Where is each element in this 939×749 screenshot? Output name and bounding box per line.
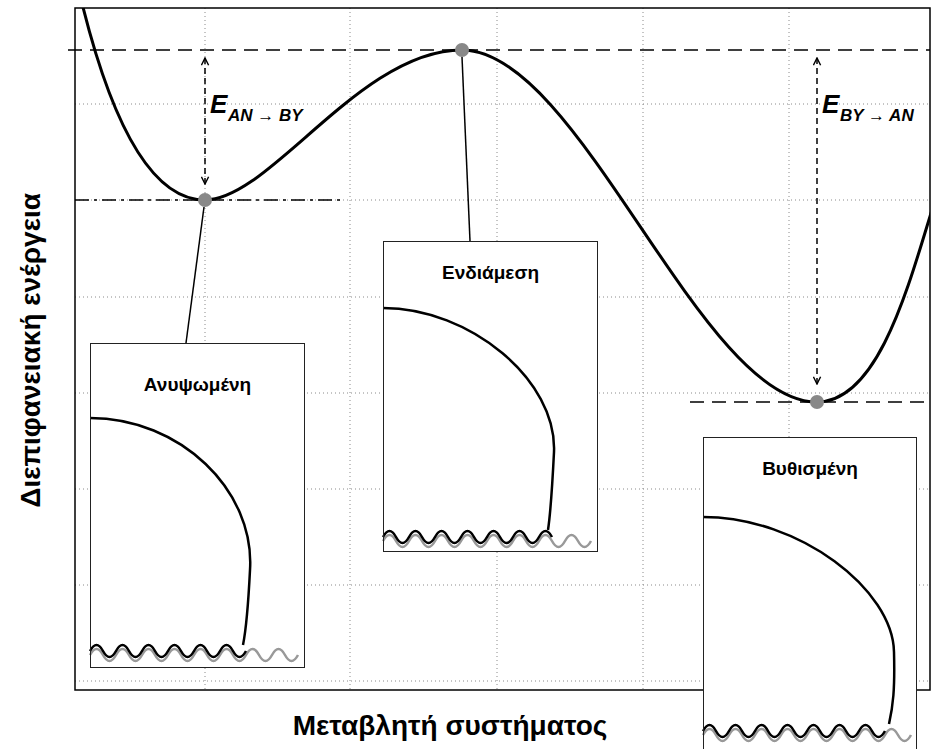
droplet-outline <box>703 517 894 724</box>
inset-title: Βυθισμένη <box>704 438 916 480</box>
energy-barrier-arrow <box>816 58 818 384</box>
axis-title: Μεταβλητή συστήματος <box>293 711 608 742</box>
energy-subscript: AN → BY <box>228 107 303 126</box>
inset-ground <box>383 241 598 552</box>
reference-line <box>68 49 930 51</box>
state-dot <box>455 43 469 57</box>
energy-barrier-arrow <box>204 58 206 184</box>
axis-title: Διεπιφανειακή ενέργεια <box>16 193 47 508</box>
inset-box: Ενδιάμεση <box>383 241 598 552</box>
droplet-outline <box>383 308 554 530</box>
leader-line <box>186 207 204 343</box>
inset-box: Βυθισμένη <box>703 437 917 749</box>
state-dot <box>198 193 212 207</box>
energy-subscript: BY → AN <box>840 107 914 126</box>
inset-ground <box>703 437 917 749</box>
leader-line <box>462 57 470 241</box>
energy-symbol: E <box>210 90 227 119</box>
state-dot <box>810 395 824 409</box>
droplet-outline <box>90 418 250 645</box>
inset-ground <box>90 343 305 668</box>
surface-wave <box>703 725 885 737</box>
inset-title: Ανυψωμένη <box>91 344 304 396</box>
inset-title: Ενδιάμεση <box>384 242 597 284</box>
surface-wave <box>90 645 246 657</box>
inset-box: Ανυψωμένη <box>90 343 305 668</box>
energy-symbol: E <box>822 90 839 119</box>
surface-wave <box>383 531 552 543</box>
